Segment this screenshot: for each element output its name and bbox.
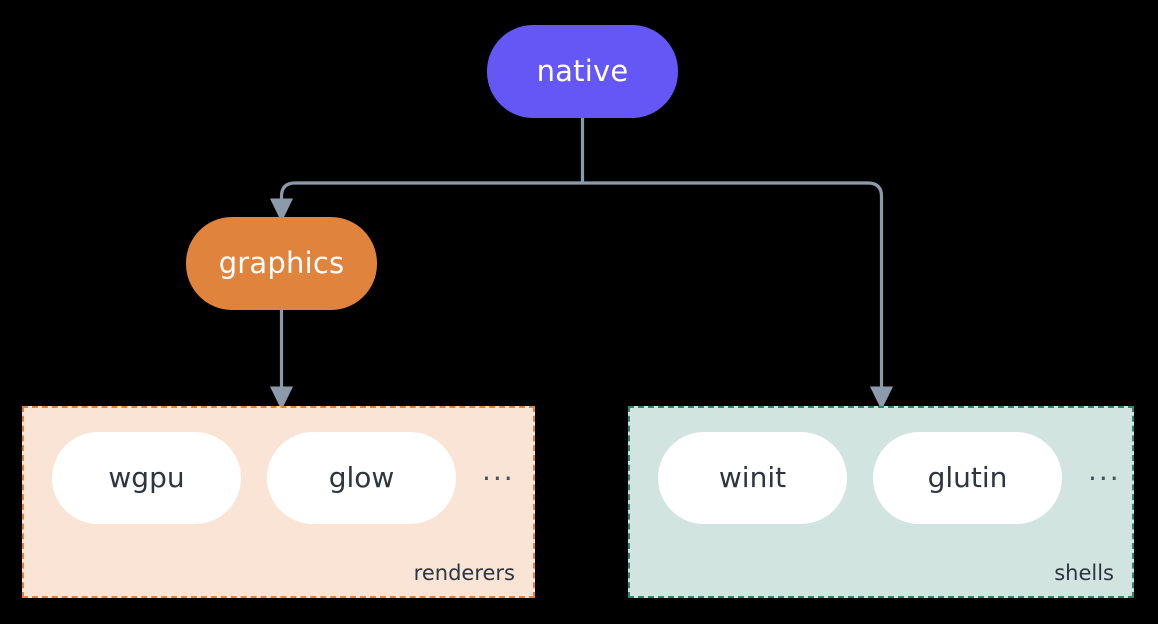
leaf-winit[interactable]: winit [658,432,847,524]
leaf-glutin-label: glutin [927,461,1008,494]
edge-native-to-graphics [269,181,583,223]
shells-overflow-ellipsis: ... [1088,454,1121,487]
leaf-glow-label: glow [328,461,395,494]
group-renderers: wgpu glow ... renderers [22,406,535,598]
group-shells: winit glutin ... shells [628,406,1134,598]
leaf-wgpu[interactable]: wgpu [52,432,241,524]
node-native-label: native [536,54,629,88]
leaf-wgpu-label: wgpu [108,461,185,494]
renderers-overflow-ellipsis: ... [482,454,515,487]
node-graphics-label: graphics [218,246,345,280]
edge-native-to-shells [582,181,894,411]
group-renderers-items: wgpu glow ... [24,432,533,524]
group-renderers-label: renderers [413,561,515,585]
group-shells-items: winit glutin ... [630,432,1132,524]
leaf-winit-label: winit [718,461,787,494]
leaf-glutin[interactable]: glutin [873,432,1062,524]
group-shells-label: shells [1054,561,1114,585]
node-graphics[interactable]: graphics [186,217,377,310]
node-native[interactable]: native [487,25,678,118]
leaf-glow[interactable]: glow [267,432,456,524]
